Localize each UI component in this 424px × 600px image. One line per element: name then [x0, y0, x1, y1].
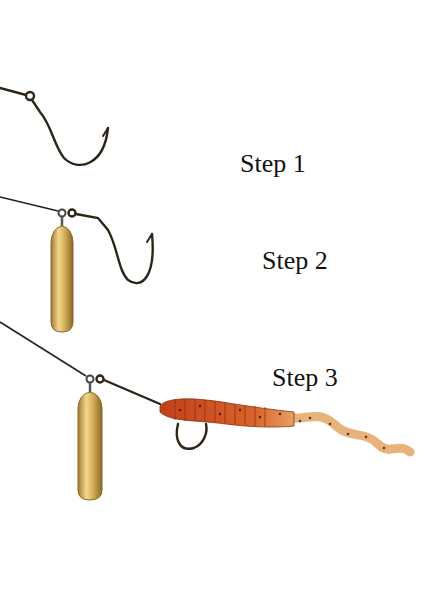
rig-step2: [0, 197, 153, 332]
hook-step1: [0, 88, 108, 165]
step-label: Step 2: [262, 245, 328, 276]
step-label: Step 1: [240, 148, 306, 179]
step-label: Step 3: [272, 362, 338, 393]
rig-step3: [0, 322, 410, 500]
